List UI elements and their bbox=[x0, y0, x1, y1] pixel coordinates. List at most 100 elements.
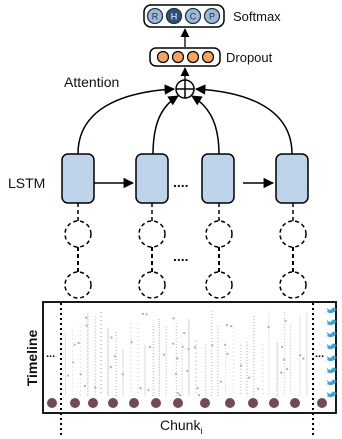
timeline-speck bbox=[226, 352, 229, 356]
timeline-dot bbox=[248, 398, 258, 408]
timeline-dot bbox=[151, 398, 161, 408]
timeline-dot bbox=[200, 398, 210, 408]
dropout-node bbox=[171, 50, 185, 64]
timeline-speck bbox=[280, 345, 284, 349]
softmax-node-h bbox=[165, 7, 183, 25]
dashed-node bbox=[64, 271, 92, 299]
timeline-speck bbox=[256, 387, 260, 391]
timeline-speck bbox=[77, 341, 80, 345]
timeline-speck bbox=[282, 358, 286, 361]
timeline-speck bbox=[267, 325, 270, 329]
twitter-bird-icon bbox=[327, 391, 338, 398]
timeline-speck bbox=[110, 336, 113, 339]
timeline-dot bbox=[108, 398, 118, 408]
timeline-speck bbox=[239, 364, 243, 367]
lstm-cell bbox=[135, 153, 169, 204]
timeline-ellipsis-right: ... bbox=[315, 348, 324, 360]
timeline-panel: ... ... bbox=[42, 301, 338, 437]
timeline-speck bbox=[172, 342, 175, 345]
plus-circle-icon bbox=[175, 79, 195, 99]
timeline-speck bbox=[181, 345, 184, 349]
timeline-dot bbox=[269, 398, 279, 408]
lstm-cell bbox=[201, 153, 235, 204]
dropout-label: Dropout bbox=[226, 50, 273, 65]
timeline-speck bbox=[186, 369, 189, 373]
dashed-node bbox=[279, 220, 307, 248]
timeline-dot bbox=[129, 398, 139, 408]
twitter-bird-icon bbox=[327, 307, 338, 314]
twitter-icon-column bbox=[327, 307, 338, 398]
timeline-speck bbox=[121, 372, 125, 376]
lstm-label: LSTM bbox=[8, 175, 45, 191]
timeline-dot bbox=[173, 398, 183, 408]
timeline-speck bbox=[284, 319, 287, 323]
timeline-axis-label: Timeline bbox=[24, 330, 40, 387]
lstm-row bbox=[61, 153, 309, 204]
softmax-node-p bbox=[203, 7, 221, 25]
timeline-speck bbox=[225, 323, 228, 327]
timeline-speck bbox=[197, 393, 201, 397]
attention-curve-1 bbox=[77, 84, 176, 155]
timeline-speck bbox=[298, 354, 302, 357]
dropout-node bbox=[201, 50, 215, 64]
lstm-ellipsis: .... bbox=[173, 174, 189, 190]
timeline-dot bbox=[317, 398, 327, 408]
attention-label: Attention bbox=[64, 74, 119, 90]
softmax-node-r bbox=[146, 7, 164, 25]
timeline-speck bbox=[147, 388, 150, 392]
lstm-cell bbox=[61, 153, 95, 204]
timeline-speck bbox=[223, 343, 227, 347]
chunk-label: Chunki bbox=[160, 417, 202, 436]
dashed-node-column bbox=[279, 203, 307, 299]
timeline-speck bbox=[141, 312, 145, 316]
softmax-node-label-p: P bbox=[209, 12, 215, 22]
timeline-speck bbox=[71, 361, 75, 364]
twitter-bird-icon bbox=[327, 379, 338, 386]
dashed-node bbox=[205, 271, 233, 299]
timeline-speck bbox=[139, 387, 142, 390]
timeline-speck bbox=[302, 357, 305, 360]
timeline-speck bbox=[85, 324, 88, 327]
timeline-speck bbox=[130, 340, 133, 344]
attention-curve-2 bbox=[152, 95, 179, 155]
dashed-node-columns bbox=[64, 203, 307, 299]
timeline-speck bbox=[280, 371, 283, 374]
softmax-label: Softmax bbox=[233, 9, 281, 24]
timeline-speck bbox=[176, 392, 180, 395]
timeline-speck bbox=[187, 348, 190, 351]
timeline-speck bbox=[247, 376, 251, 379]
dropout-node bbox=[186, 50, 200, 64]
timeline-speck bbox=[174, 372, 178, 376]
dashed-node bbox=[138, 220, 166, 248]
timeline-speck bbox=[145, 313, 148, 316]
timeline-speck bbox=[229, 324, 233, 328]
dropout-node bbox=[156, 50, 170, 64]
softmax-box bbox=[143, 4, 225, 28]
timeline-dot bbox=[225, 398, 235, 408]
lstm-cell bbox=[275, 153, 309, 204]
chunk-label-text: Chunk bbox=[160, 417, 201, 433]
timeline-dot bbox=[47, 398, 57, 408]
timeline-speck bbox=[109, 366, 113, 369]
softmax-node-label-c: C bbox=[190, 12, 197, 22]
timeline-speck bbox=[193, 346, 197, 349]
timeline-speck bbox=[85, 316, 88, 319]
dropout-box bbox=[149, 47, 221, 67]
timeline-speck bbox=[66, 374, 70, 377]
timeline-speck bbox=[172, 317, 175, 320]
timeline-speck bbox=[178, 394, 182, 397]
timeline-speck bbox=[211, 344, 214, 347]
attention-curve-4 bbox=[194, 84, 293, 155]
timeline-speck bbox=[162, 353, 166, 357]
softmax-node-c bbox=[184, 7, 202, 25]
dashed-node bbox=[279, 271, 307, 299]
softmax-node-label-r: R bbox=[152, 12, 159, 22]
dashed-node-column bbox=[64, 203, 92, 299]
timeline-dot bbox=[70, 398, 80, 408]
timeline-speck bbox=[196, 386, 199, 390]
timeline-dot bbox=[88, 398, 98, 408]
timeline-speck bbox=[73, 343, 76, 346]
timeline-speck bbox=[94, 386, 97, 389]
dashed-node bbox=[138, 271, 166, 299]
